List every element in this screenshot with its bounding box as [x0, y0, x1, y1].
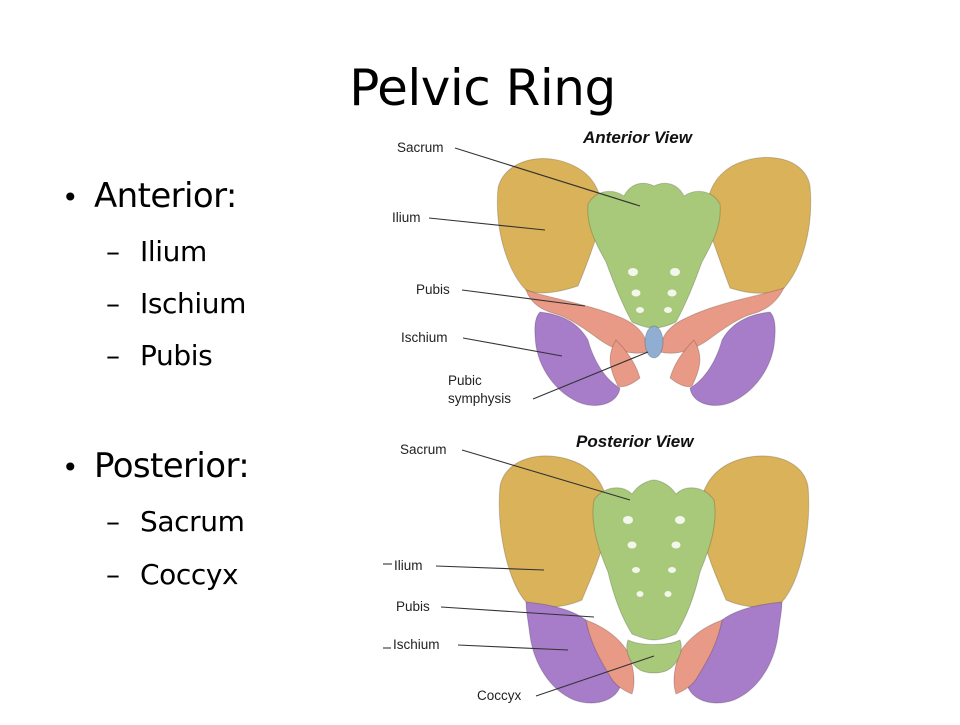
- subitem-pubis: –Pubis: [106, 339, 213, 373]
- posterior-left-ilium: [498, 455, 609, 608]
- posterior-leader-lines: [383, 449, 655, 697]
- posterior-sacral-foramina: [623, 516, 685, 597]
- bullet-dot: •: [62, 181, 79, 214]
- anterior-sacrum: [587, 182, 721, 329]
- anterior-leader-lines: [428, 147, 649, 400]
- dash: –: [106, 505, 120, 538]
- anterior-right-ilium: [706, 156, 812, 294]
- posterior-pubis: [585, 619, 723, 695]
- anterior-label-pubis: Pubis: [416, 282, 450, 297]
- dash: –: [106, 558, 120, 591]
- anterior-inferior-rami: [609, 339, 701, 388]
- dash: –: [106, 287, 120, 320]
- bullet-dot: •: [62, 451, 79, 484]
- dash: –: [106, 235, 120, 268]
- subitem-ilium: –Ilium: [106, 235, 207, 269]
- anterior-sacral-foramina: [628, 268, 680, 313]
- anterior-pubic-symphysis: [644, 325, 664, 359]
- bullet-anterior: • Anterior:: [62, 176, 237, 218]
- posterior-label-sacrum: Sacrum: [400, 442, 447, 457]
- posterior-right-ilium: [699, 455, 810, 608]
- subitem-label: Ilium: [140, 235, 207, 268]
- slide-title: Pelvic Ring: [349, 59, 616, 117]
- posterior-view-title: Posterior View: [576, 432, 695, 451]
- anterior-label-ilium: Ilium: [392, 210, 421, 225]
- subitem-sacrum: –Sacrum: [106, 505, 245, 539]
- anterior-label-symphysis: symphysis: [448, 391, 511, 406]
- posterior-label-ischium: Ischium: [393, 637, 440, 652]
- posterior-right-ischium: [685, 601, 783, 704]
- anterior-label-ischium: Ischium: [401, 330, 448, 345]
- anterior-right-pubis: [659, 287, 785, 354]
- subitem-label: Coccyx: [140, 558, 239, 591]
- subitem-label: Pubis: [140, 339, 213, 372]
- anterior-left-ilium: [496, 157, 603, 294]
- posterior-sacrum: [592, 479, 716, 641]
- anterior-label-pubic: Pubic: [448, 373, 482, 388]
- posterior-label-coccyx: Coccyx: [477, 688, 522, 703]
- anterior-label-sacrum: Sacrum: [397, 140, 444, 155]
- anterior-left-ischium: [534, 311, 621, 406]
- anterior-view-title: Anterior View: [582, 128, 694, 147]
- posterior-label-pubis: Pubis: [396, 599, 430, 614]
- bullet-label: Posterior:: [94, 446, 250, 486]
- posterior-label-ilium: Ilium: [394, 558, 423, 573]
- subitem-label: Ischium: [140, 287, 246, 320]
- anterior-left-pubis: [525, 289, 649, 354]
- posterior-left-ischium: [525, 601, 623, 704]
- dash: –: [106, 339, 120, 372]
- posterior-pelvis-illustration: [498, 455, 810, 704]
- bullet-posterior: • Posterior:: [62, 446, 250, 488]
- anterior-pelvis-illustration: [496, 156, 812, 406]
- anterior-right-ischium: [689, 311, 776, 406]
- subitem-coccyx: –Coccyx: [106, 558, 239, 592]
- subitem-ischium: –Ischium: [106, 287, 246, 321]
- subitem-label: Sacrum: [140, 505, 245, 538]
- bullet-label: Anterior:: [94, 176, 237, 216]
